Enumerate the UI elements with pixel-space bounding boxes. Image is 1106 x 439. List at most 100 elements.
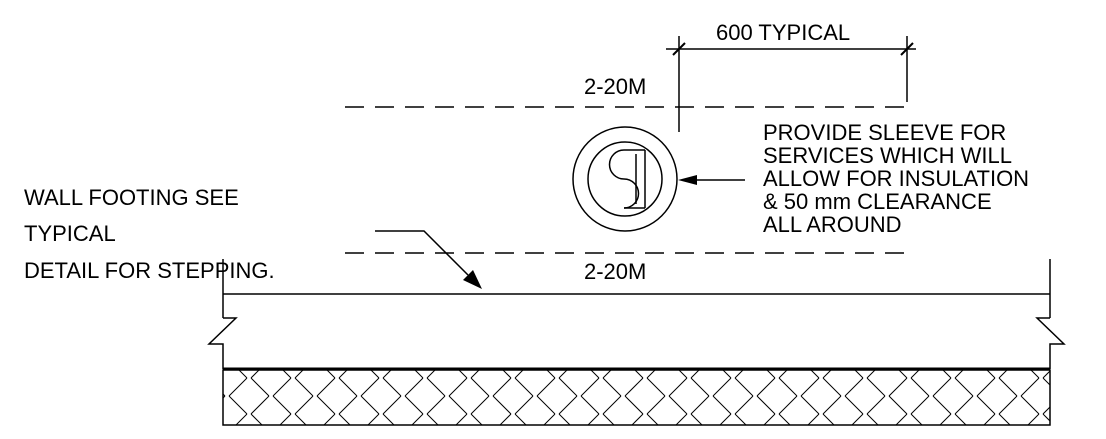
- hatch-stroke: [1027, 413, 1040, 425]
- hatch-stroke: [458, 370, 468, 379]
- hatch-stroke: [998, 370, 1008, 379]
- hatch-stroke: [316, 377, 336, 397]
- sleeve-note: PROVIDE SLEEVE FOR SERVICES WHICH WILL A…: [763, 120, 1035, 237]
- hatch-stroke: [514, 395, 534, 415]
- hatch-stroke: [954, 377, 974, 397]
- hatch-stroke: [537, 432, 555, 439]
- hatch-stroke: [910, 370, 920, 379]
- hatch-stroke: [998, 377, 1018, 397]
- hatch-stroke: [867, 432, 885, 439]
- hatch-stroke: [207, 432, 225, 439]
- hatch-stroke: [647, 432, 665, 439]
- hatch-stroke: [624, 395, 644, 415]
- hatch-stroke: [1065, 414, 1083, 432]
- hatch-stroke: [323, 413, 336, 425]
- hatch-stroke: [713, 432, 731, 439]
- hatch-stroke: [625, 432, 643, 439]
- hatch-stroke: [294, 370, 304, 379]
- hatch-stroke: [502, 370, 512, 379]
- hatch-stroke: [866, 395, 886, 415]
- hatch-stroke: [866, 413, 879, 425]
- hatch-stroke: [932, 377, 952, 397]
- hatch-stroke: [470, 413, 483, 425]
- hatch-stroke: [1065, 396, 1083, 414]
- hatch-stroke: [757, 432, 775, 439]
- sleeve-note-line-1: PROVIDE SLEEVE FOR: [763, 120, 1006, 145]
- hatch-stroke: [910, 377, 930, 397]
- hatch-stroke: [580, 377, 600, 397]
- hatch-stroke: [1042, 406, 1050, 415]
- hatch-stroke: [779, 432, 797, 439]
- hatch-stroke: [1087, 360, 1105, 378]
- hatch-stroke: [470, 370, 480, 379]
- hatch-stroke: [866, 370, 876, 379]
- hatch-stroke: [426, 377, 446, 397]
- hatch-stroke: [822, 370, 832, 379]
- hatch-stroke: [338, 413, 351, 425]
- hatch-stroke: [294, 377, 314, 397]
- hatch-stroke: [279, 413, 292, 425]
- wall-footing: [207, 259, 1066, 371]
- hatch-stroke: [185, 396, 203, 414]
- hatch-stroke: [360, 395, 380, 415]
- hatch-stroke: [543, 413, 556, 425]
- hatch-stroke: [735, 432, 753, 439]
- hatch-stroke: [668, 395, 688, 415]
- hatch-stroke: [273, 432, 291, 439]
- hatch-stroke: [1065, 378, 1083, 396]
- hatch-stroke: [580, 395, 600, 415]
- hatch-stroke: [634, 370, 644, 379]
- sleeve-note-line-2: SERVICES WHICH WILL: [763, 143, 1012, 168]
- sleeve-outer-circle: [572, 126, 678, 232]
- hatch-stroke: [646, 370, 656, 379]
- hatch-stroke: [734, 377, 754, 397]
- hatch-stroke: [719, 413, 732, 425]
- hatch-stroke: [515, 432, 533, 439]
- hatch-stroke: [976, 395, 996, 415]
- hatch-stroke: [338, 395, 358, 415]
- hatch-stroke: [295, 432, 313, 439]
- hatch-stroke: [514, 377, 534, 397]
- hatch-stroke: [678, 370, 688, 379]
- hatch-stroke: [426, 395, 446, 415]
- soil-hatch-pattern: [185, 360, 1105, 439]
- hatch-stroke: [668, 377, 688, 397]
- hatch-stroke: [546, 370, 556, 379]
- hatch-stroke: [954, 370, 964, 379]
- hatch-stroke: [939, 413, 952, 425]
- hatch-stroke: [558, 370, 568, 379]
- hatch-stroke: [185, 414, 203, 432]
- hatch-stroke: [587, 413, 600, 425]
- hatch-stroke: [845, 432, 863, 439]
- hatch-stroke: [294, 413, 307, 425]
- hatch-stroke: [734, 413, 747, 425]
- hatch-stroke: [1042, 377, 1050, 386]
- hatch-stroke: [998, 413, 1011, 425]
- footing-leader-arrowhead: [463, 270, 482, 289]
- hatch-stroke: [800, 377, 820, 397]
- hatch-stroke: [954, 395, 974, 415]
- hatch-stroke: [272, 395, 292, 415]
- hatch-stroke: [339, 432, 357, 439]
- hatch-stroke: [367, 413, 380, 425]
- pipe-s-curve: [608, 149, 640, 209]
- hatch-stroke: [675, 413, 688, 425]
- hatch-stroke: [471, 432, 489, 439]
- hatch-stroke: [1087, 432, 1105, 439]
- hatch-stroke: [492, 377, 512, 397]
- hatch-stroke: [778, 413, 791, 425]
- hatch-stroke: [361, 432, 379, 439]
- hatch-stroke: [910, 413, 923, 425]
- hatch-stroke: [895, 413, 908, 425]
- hatch-stroke: [250, 395, 270, 415]
- hatch-stroke: [933, 432, 951, 439]
- hatch-stroke: [370, 370, 380, 379]
- hatch-stroke: [1043, 432, 1061, 439]
- hatch-stroke: [590, 370, 600, 379]
- hatch-stroke: [514, 370, 524, 379]
- hatch-stroke: [822, 377, 842, 397]
- hatch-stroke: [1065, 360, 1083, 378]
- hatch-stroke: [854, 370, 864, 379]
- footing-leader-line: [375, 230, 469, 276]
